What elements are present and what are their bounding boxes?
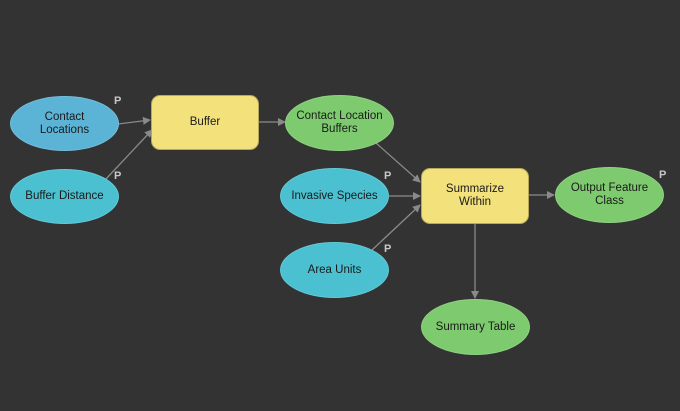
output-feature-class-parameter-marker: P — [659, 169, 667, 181]
contact-location-buffers-label: Contact Location Buffers — [296, 110, 383, 135]
contact-locations-node[interactable]: Contact Locations — [10, 96, 119, 151]
connector-contact-location-buffers-to-summarize — [375, 142, 421, 183]
summary-table-node[interactable]: Summary Table — [421, 299, 530, 355]
buffer-distance-label: Buffer Distance — [25, 190, 104, 202]
connector-area-units-to-summarize — [371, 204, 421, 251]
contact-locations-label: Contact Locations — [39, 110, 90, 136]
buffer-tool-label: Buffer — [189, 116, 221, 128]
output-feature-class-node[interactable]: Output Feature Class — [555, 167, 664, 223]
buffer-distance-parameter-marker: P — [114, 170, 122, 182]
invasive-species-node[interactable]: Invasive Species — [280, 168, 389, 224]
invasive-species-parameter-marker: P — [384, 170, 392, 182]
area-units-label: Area Units — [307, 263, 362, 276]
invasive-species-label: Invasive Species — [291, 189, 378, 202]
summarize-within-tool-label: Summarize Within — [445, 183, 505, 208]
contact-locations-parameter-marker: P — [114, 95, 122, 107]
summary-table-label: Summary Table — [435, 320, 516, 333]
buffer-tool-node[interactable]: Buffer — [151, 95, 259, 150]
buffer-distance-node[interactable]: Buffer Distance — [10, 169, 119, 224]
area-units-parameter-marker: P — [384, 243, 392, 255]
summarize-within-tool-node[interactable]: Summarize Within — [421, 168, 529, 224]
connector-contact-locations-to-buffer — [117, 116, 151, 125]
output-feature-class-label: Output Feature Class — [570, 182, 649, 207]
area-units-node[interactable]: Area Units — [280, 242, 389, 298]
contact-location-buffers-node[interactable]: Contact Location Buffers — [285, 95, 394, 151]
connector-buffer-distance-to-buffer — [104, 129, 153, 181]
